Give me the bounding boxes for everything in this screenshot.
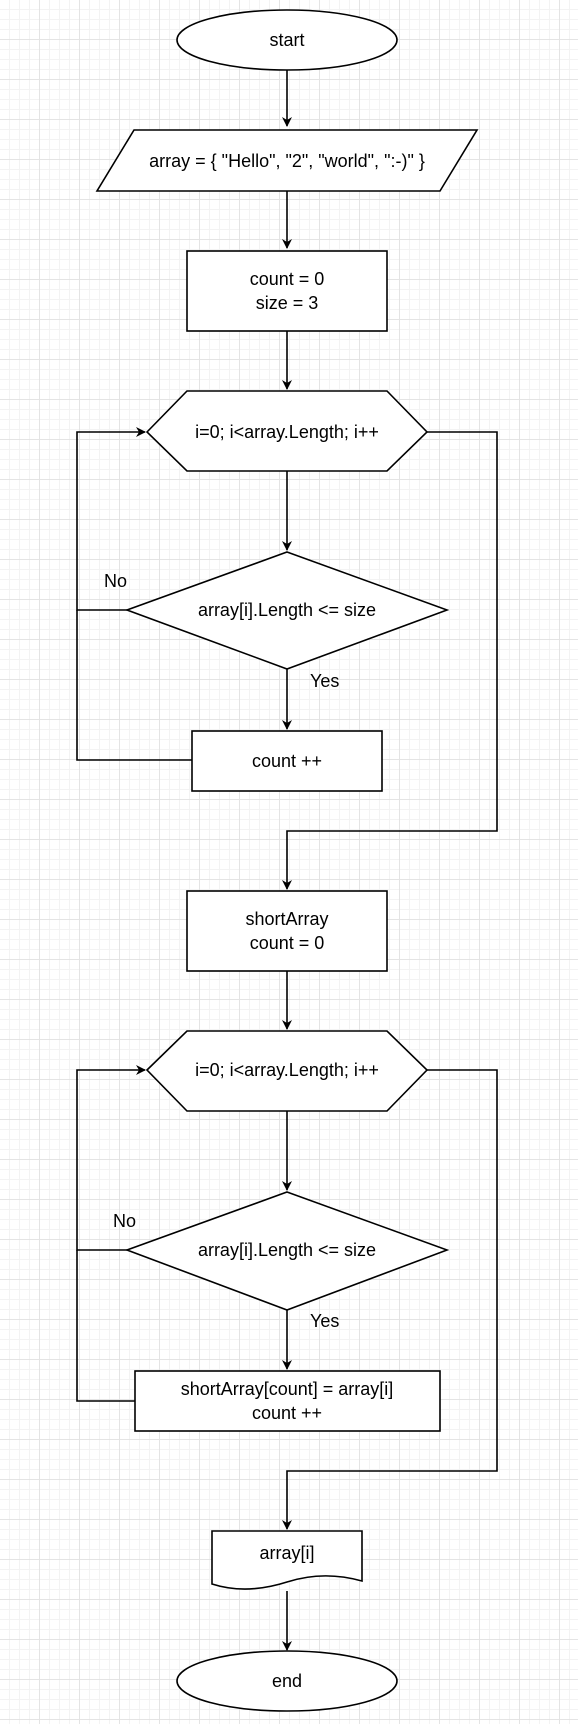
cond1-no-label: No [104,571,127,591]
connectors [76,70,498,1651]
loop1-hexagon[interactable]: i=0; i<array.Length; i++ [145,390,429,472]
alloc-line1: shortArray [245,909,328,929]
cond2-yes-label: Yes [310,1311,339,1331]
loop1-label: i=0; i<array.Length; i++ [195,422,379,442]
edge-assign-loopback [76,1250,135,1402]
loop2-label: i=0; i<array.Length; i++ [195,1060,379,1080]
alloc-process-box[interactable]: shortArray count = 0 [186,890,388,972]
cond2-diamond[interactable]: array[i].Length <= size [124,1191,450,1311]
input-label: array = { "Hello", "2", "world", ":-)" } [149,151,425,171]
count1-process-box[interactable]: count ++ [191,730,383,792]
cond2-label: array[i].Length <= size [198,1240,376,1260]
loop2-hexagon[interactable]: i=0; i<array.Length; i++ [145,1030,429,1112]
assign-line1: shortArray[count] = array[i] [181,1379,394,1399]
edge-loop1-exit [282,431,498,890]
edge-cond2-no-loopback [76,1065,146,1251]
start-terminator[interactable]: start [176,9,398,71]
init-process-box[interactable]: count = 0 size = 3 [186,250,388,332]
end-terminator[interactable]: end [176,1650,398,1712]
assign-process-box[interactable]: shortArray[count] = array[i] count ++ [134,1370,441,1432]
cond2-no-label: No [113,1211,136,1231]
cond1-yes-label: Yes [310,671,339,691]
input-parallelogram[interactable]: array = { "Hello", "2", "world", ":-)" } [95,129,479,192]
edge-loop2-exit [282,1069,498,1530]
alloc-line2: count = 0 [250,933,325,953]
cond1-label: array[i].Length <= size [198,600,376,620]
init-line1: count = 0 [250,269,325,289]
count1-label: count ++ [252,751,322,771]
assign-line2: count ++ [252,1403,322,1423]
end-label: end [272,1671,302,1691]
output-document[interactable]: array[i] [211,1530,363,1590]
start-label: start [269,30,304,50]
init-line2: size = 3 [256,293,319,313]
edge-cond1-no-loopback [76,427,146,611]
cond1-diamond[interactable]: array[i].Length <= size [124,551,450,670]
output-label: array[i] [259,1543,314,1563]
edge-count1-loopback [76,610,192,761]
